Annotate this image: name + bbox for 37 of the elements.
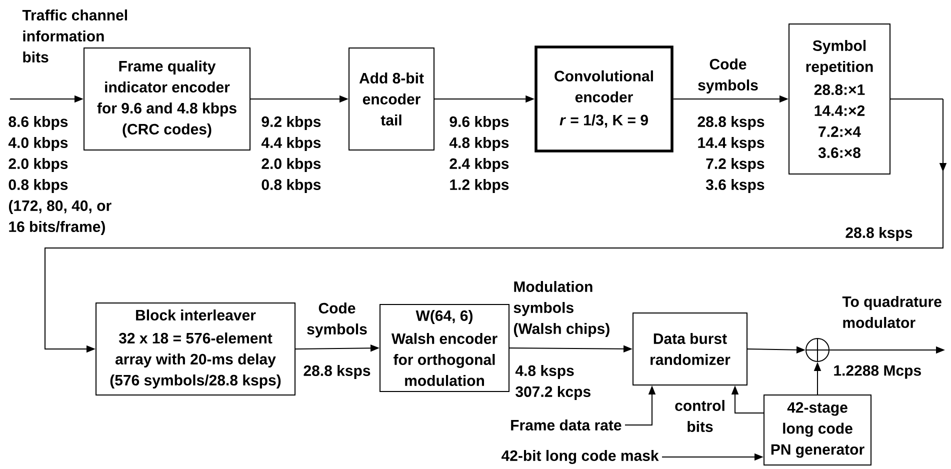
rate-label: 2.4 kbps bbox=[450, 158, 509, 172]
process-box: Block interleaver 32 x 18 = 576-element array with 20-ms delay (576 symbols/28.8 ksps) bbox=[96, 302, 296, 396]
process-box: W(64, 6) Walsh encoder for orthogonal modulation bbox=[380, 304, 510, 392]
rate-label: 28.8 ksps bbox=[698, 116, 764, 130]
edge-label: Modulation symbols (Walsh chips) bbox=[514, 281, 610, 337]
rate-label: 9.6 kbps bbox=[450, 116, 509, 130]
rate-label: 0.8 kbps bbox=[262, 179, 321, 193]
edge-label: To quadrature modulator bbox=[842, 296, 942, 328]
input-label: 42-bit long code mask bbox=[502, 450, 659, 464]
rate-label: 2.0 kbps bbox=[8, 158, 68, 172]
process-box: Symbol repetition 28.8:×1 14.4:×2 7.2:×4 3.6:×8 bbox=[788, 24, 890, 174]
edge-label: Code symbols bbox=[307, 302, 367, 338]
rate-label: 1.2 kbps bbox=[450, 179, 509, 193]
rate-label: 7.2 ksps bbox=[706, 158, 764, 172]
rate-label: 4.4 kbps bbox=[261, 137, 321, 151]
edge-label: control bits bbox=[675, 400, 724, 432]
rate-label: 14.4 ksps bbox=[698, 137, 764, 151]
rate-label: 9.2 kbps bbox=[262, 116, 321, 130]
rate-label: 0.8 kbps bbox=[8, 179, 68, 193]
rate-label: 4.0 kbps bbox=[8, 137, 68, 151]
adder-circle bbox=[806, 338, 830, 362]
rate-label: 3.6 ksps bbox=[706, 179, 764, 193]
rate-label: 28.8 ksps bbox=[304, 365, 370, 379]
rate-label: 4.8 kbps bbox=[449, 137, 509, 151]
rate-label: 8.6 kbps bbox=[8, 116, 68, 130]
input-label: Frame data rate bbox=[511, 419, 622, 430]
rate-label: (172, 80, 40, or 16 bits/frame) bbox=[8, 200, 112, 235]
rate-label: 307.2 kcps bbox=[516, 386, 590, 400]
rate-label: 2.0 kbps bbox=[262, 158, 321, 172]
rate-label: 28.8 ksps bbox=[846, 227, 912, 241]
process-box: Add 8-bit encoder tail bbox=[348, 48, 434, 150]
process-box: Data burst randomizer bbox=[632, 312, 748, 386]
rate-label: 1.2288 Mcps bbox=[834, 365, 921, 379]
process-box: Convolutional encoder r = 1/3, K = 9 bbox=[534, 46, 674, 152]
process-box: Frame quality indicator encoder for 9.6 and 4.8 kbps (CRC codes) bbox=[84, 48, 250, 150]
edge-label: Code symbols bbox=[698, 58, 758, 94]
process-box: 42-stage long code PN generator bbox=[764, 394, 872, 466]
